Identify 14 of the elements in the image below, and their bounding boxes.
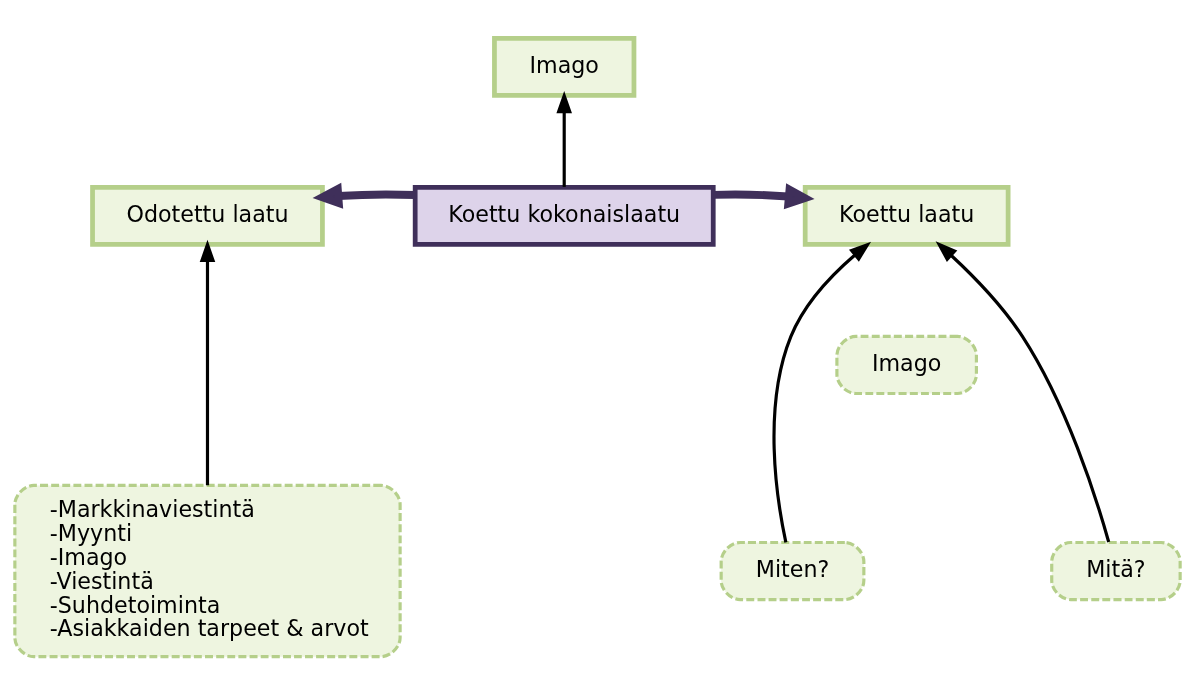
node-box: Mitä?: [1050, 540, 1182, 601]
node-box: Koettu laatu: [802, 184, 1011, 247]
arrow: [935, 240, 1111, 542]
node-box: Koettu kokonaislaatu: [412, 184, 716, 247]
node-box: Imago: [835, 334, 978, 395]
node-box: -Markkinaviestintä -Myynti -Imago -Viestintä -Suhdetoiminta -Asiakkaiden tarpeet & arvot: [13, 483, 402, 658]
node-box: Imago: [492, 35, 637, 98]
arrow: [772, 241, 872, 543]
arrow: [199, 239, 216, 485]
node-box: Miten?: [719, 540, 866, 601]
arrow: [312, 182, 416, 209]
node-box: Odotettu laatu: [90, 184, 325, 247]
arrow: [556, 90, 572, 187]
arrow: [713, 182, 815, 209]
